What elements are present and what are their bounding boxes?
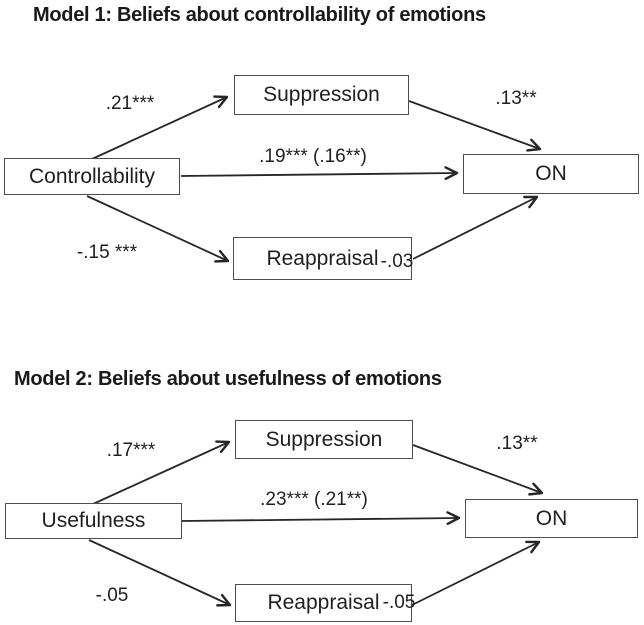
m1-coef-reappraisal-to-outcome: -.03 <box>380 251 414 272</box>
m1-arrow-predictor-to-reappraisal <box>86 195 230 263</box>
m2-coef-predictor-to-suppression: .17*** <box>106 440 156 461</box>
m1-coef-predictor-to-reappraisal: -.15 *** <box>76 242 138 263</box>
m2-arrow-predictor-to-reappraisal <box>88 539 232 607</box>
m1-reappraisal-label: Reappraisal <box>266 246 379 270</box>
m2-arrow-reappraisal-to-outcome <box>411 540 541 606</box>
m2-coef-reappraisal-to-outcome: -.05 <box>382 592 416 613</box>
m1-coef-predictor-to-suppression: .21*** <box>105 93 155 114</box>
m1-outcome-label: ON <box>535 162 567 185</box>
m1-arrow-predictor-to-suppression <box>91 95 229 160</box>
m1-coef-suppression-to-outcome: .13** <box>495 88 537 109</box>
m1-outcome-box: ON <box>463 154 639 194</box>
m1-suppression-box: Suppression <box>234 75 409 115</box>
m2-coef-direct-effect: .23*** (.21**) <box>260 489 368 510</box>
m1-arrow-direct-effect <box>180 166 459 181</box>
model-2-title: Model 2: Beliefs about usefulness of emo… <box>14 368 442 390</box>
m2-outcome-box: ON <box>465 499 638 538</box>
m2-coef-predictor-to-reappraisal: -.05 <box>95 585 129 606</box>
m2-arrow-predictor-to-suppression <box>92 440 231 505</box>
m2-predictor-label: Usefulness <box>41 509 146 532</box>
m1-coef-direct-effect: .19*** (.16**) <box>259 146 367 167</box>
m2-outcome-label: ON <box>535 506 568 530</box>
m1-arrow-reappraisal-to-outcome <box>412 195 539 260</box>
m1-suppression-label: Suppression <box>263 83 380 106</box>
m2-reappraisal-label: Reappraisal <box>267 591 380 614</box>
m2-coef-suppression-to-outcome: .13** <box>496 433 538 454</box>
m2-reappraisal-box: Reappraisal <box>235 584 412 622</box>
m2-suppression-label: Suppression <box>265 427 383 451</box>
model-1-title: Model 1: Beliefs about controllability o… <box>33 4 486 26</box>
m1-predictor-label: Controllability <box>28 164 156 188</box>
m1-predictor-box: Controllability <box>4 158 180 195</box>
m2-suppression-box: Suppression <box>235 420 413 459</box>
m2-arrow-suppression-to-outcome <box>412 444 544 496</box>
m1-reappraisal-box: Reappraisal <box>233 237 412 280</box>
m1-arrow-suppression-to-outcome <box>408 100 542 152</box>
m2-predictor-box: Usefulness <box>5 503 182 539</box>
m2-arrow-direct-effect <box>181 511 461 526</box>
